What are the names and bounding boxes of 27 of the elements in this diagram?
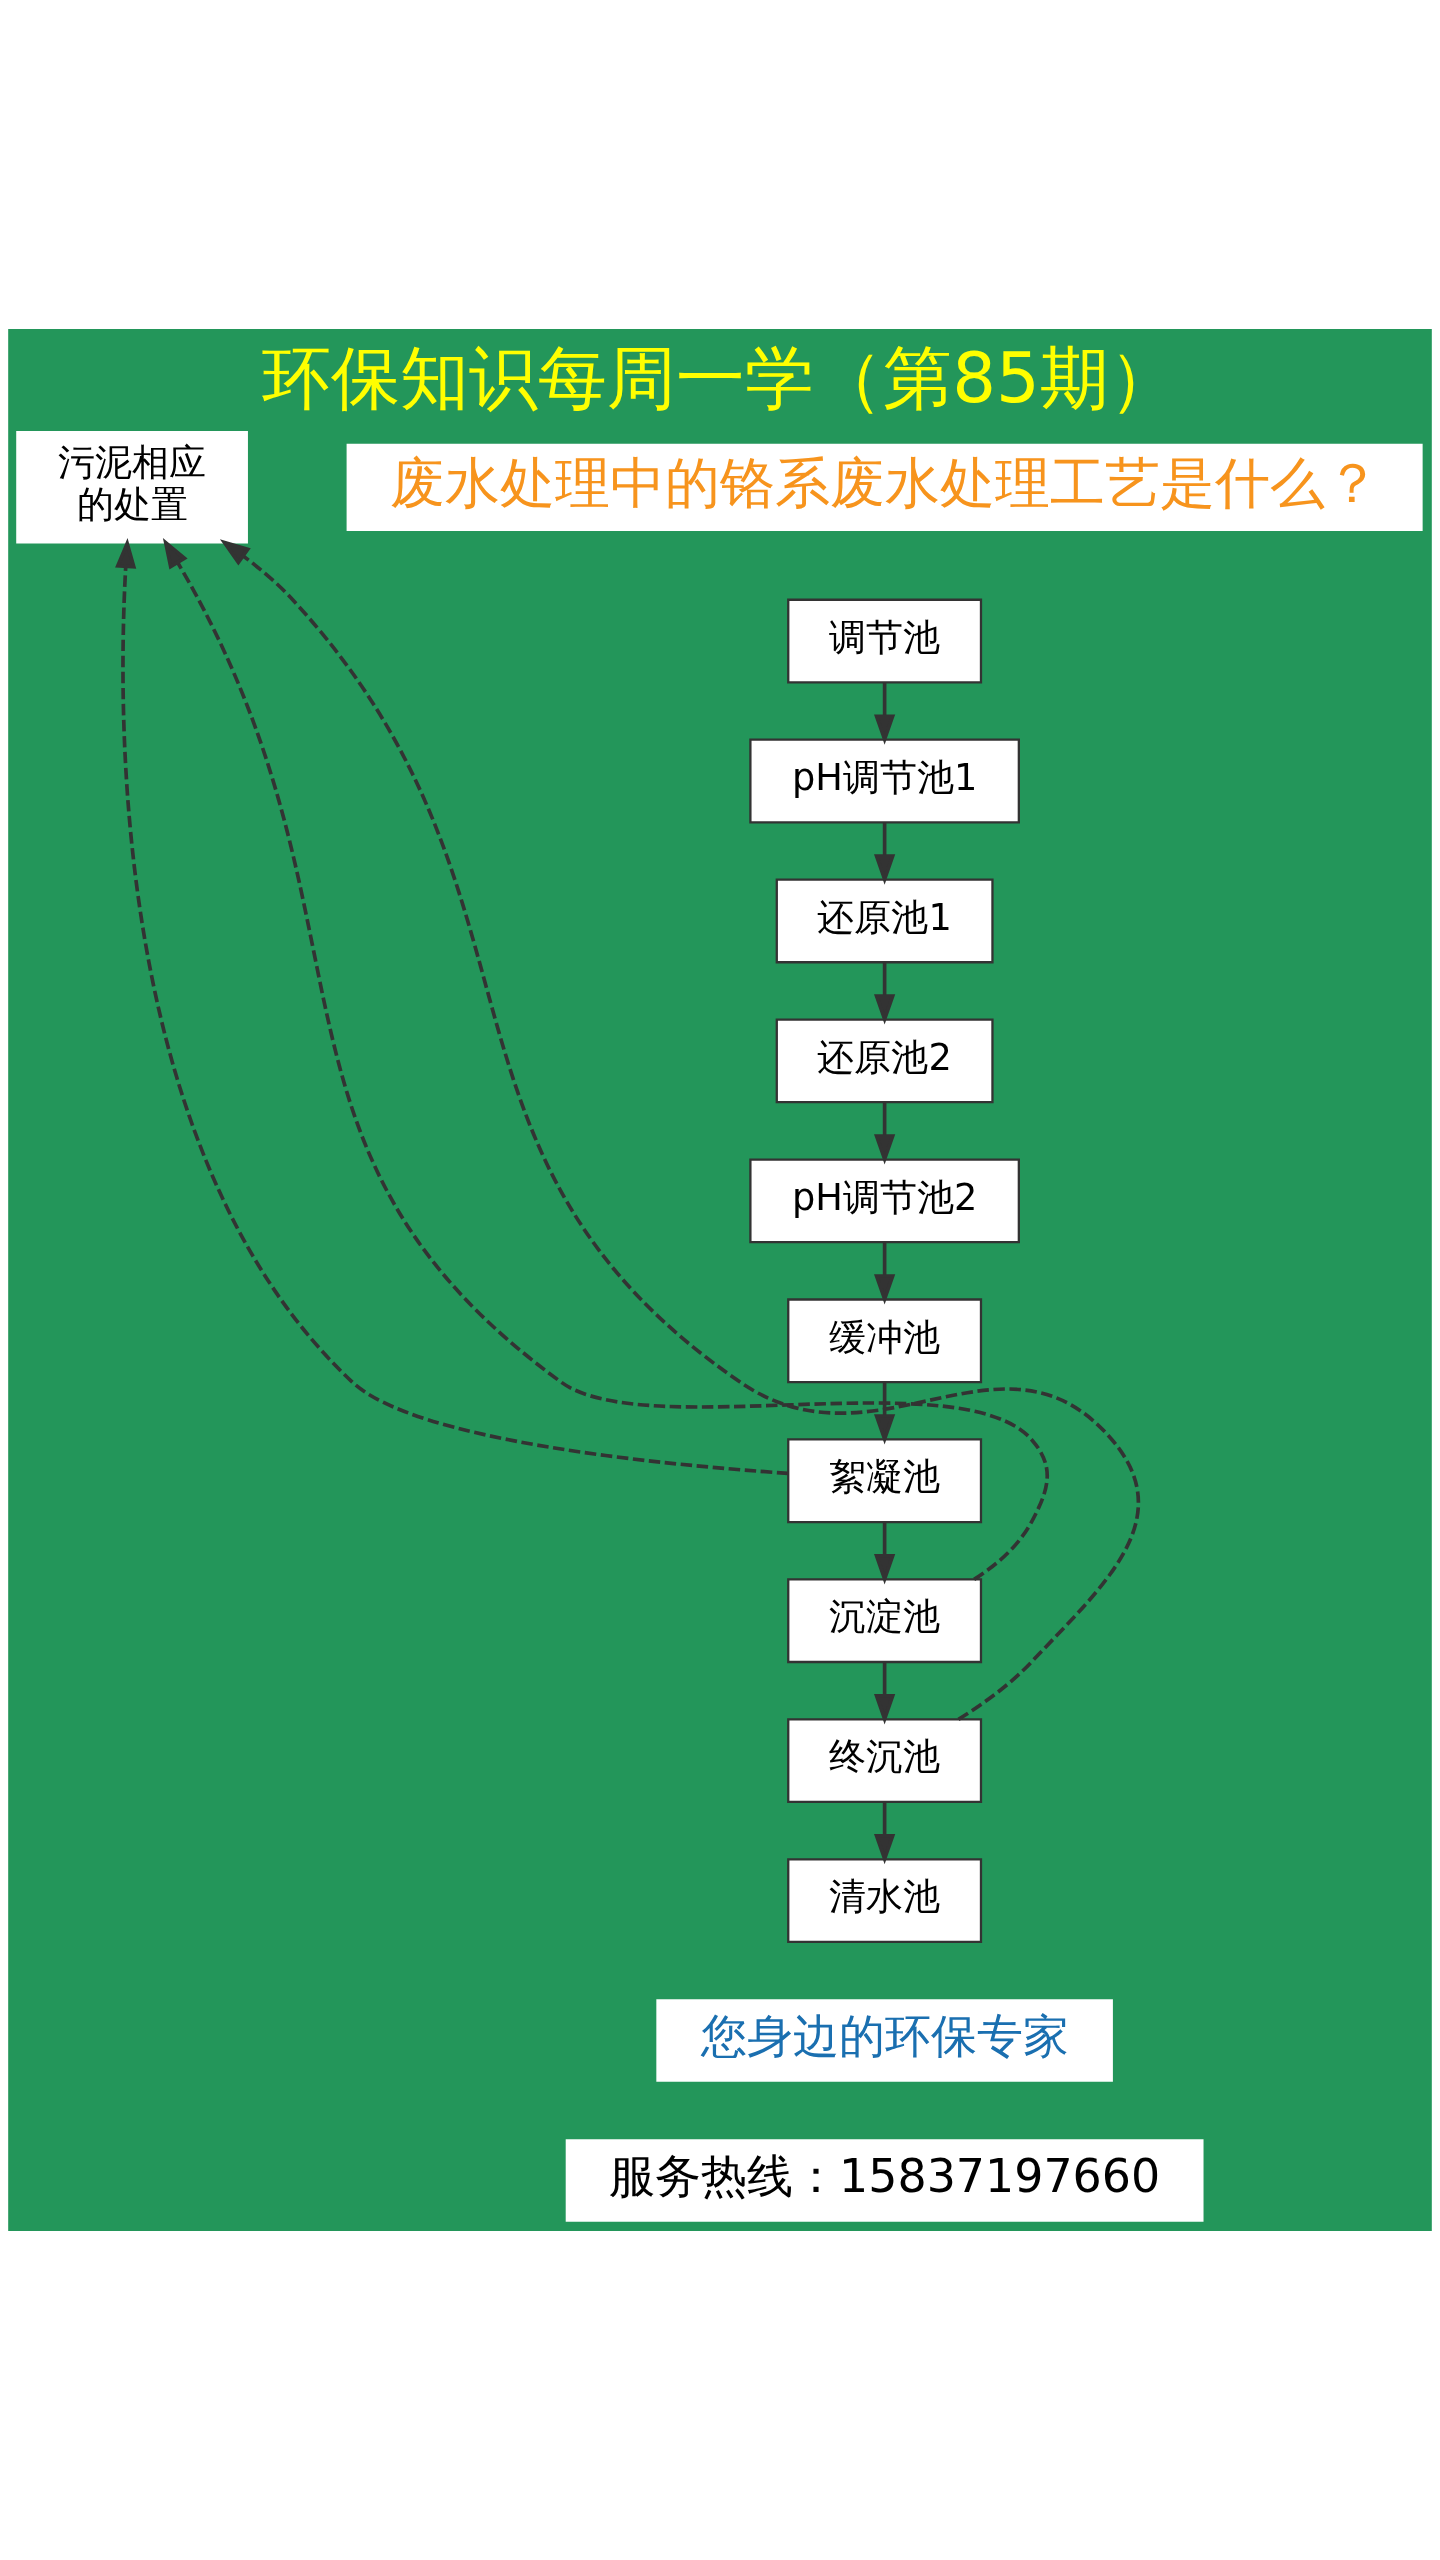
arrow <box>874 1802 896 1865</box>
arrow <box>874 1382 896 1445</box>
arrow <box>874 1102 896 1165</box>
label: 废水处理中的铬系废水处理工艺是什么？ <box>389 450 1380 515</box>
diagram-title: 环保知识每周一学（第85期） <box>262 338 1178 419</box>
arrow <box>874 1522 896 1585</box>
node-box: 清水池 <box>787 1858 983 1944</box>
label: 您身边的环保专家 <box>700 2009 1069 2064</box>
node-box: 缓冲池 <box>787 1298 983 1384</box>
node-box: pH调节池2 <box>749 1158 1020 1244</box>
arrow <box>874 682 896 745</box>
node-box: 絮凝池 <box>787 1438 983 1524</box>
arrow <box>219 539 1140 1721</box>
label: 服务热线：15837197660 <box>609 2149 1161 2203</box>
arrow <box>874 822 896 885</box>
arrow <box>874 1242 896 1305</box>
arrow <box>115 537 789 1476</box>
node-box: 沉淀池 <box>787 1578 983 1664</box>
arrow <box>874 962 896 1025</box>
node-box: pH调节池1 <box>749 738 1020 824</box>
node-box: 终沉池 <box>787 1718 983 1804</box>
node-box: 还原池2 <box>775 1018 994 1104</box>
node-box: 还原池1 <box>775 878 994 964</box>
arrow <box>162 537 1049 1581</box>
node-box: 调节池 <box>787 598 983 684</box>
arrow <box>874 1662 896 1725</box>
node-box: 污泥相应的处置 <box>16 431 248 544</box>
